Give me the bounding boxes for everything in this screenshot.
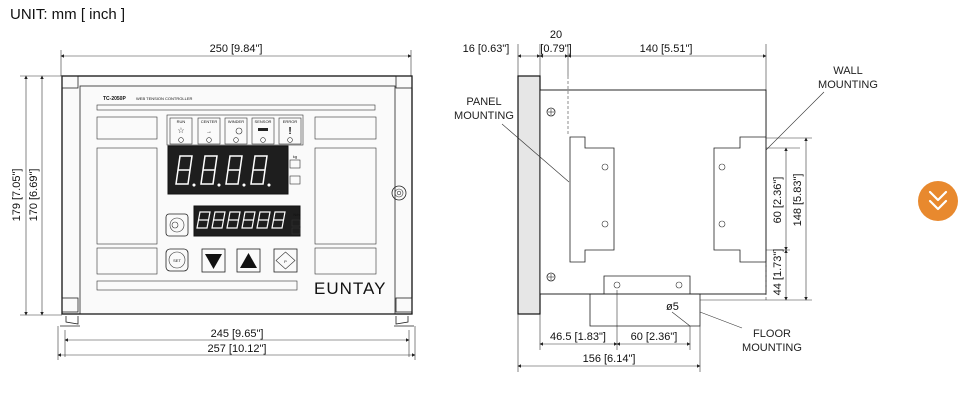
dim-text-245: 245 [9.65"] <box>211 328 264 340</box>
unit-kg: kg <box>293 154 297 159</box>
dim-text-170: 170 [6.69"] <box>28 169 40 222</box>
p-button-label: P <box>284 259 287 264</box>
wall-leader-line <box>765 91 825 151</box>
scroll-down-button[interactable] <box>918 181 958 221</box>
controller-housing <box>61 75 413 315</box>
dim-text-20-inch: [0.79"] <box>540 43 571 55</box>
floor-leader-line <box>699 311 743 329</box>
panel-mounting-label-1: PANEL <box>466 96 501 108</box>
indicator-panel: RUN CENTER WINDER SENSOR ERROR ☆ → ! <box>166 114 304 146</box>
panel-bracket <box>569 136 615 263</box>
wall-bracket <box>713 136 767 263</box>
panel-mounting-label-2: MOUNTING <box>454 110 514 122</box>
up-button <box>236 248 261 273</box>
lower-display-digits <box>196 211 286 229</box>
indicator-sensor: SENSOR <box>255 119 272 124</box>
model-name: TC-2050P <box>103 96 126 102</box>
dim-text-16: 16 [0.63"] <box>463 43 510 55</box>
lower-display <box>193 205 301 237</box>
sensor-icon <box>258 128 268 131</box>
dim-text-60-vertical: 60 [2.36"] <box>772 177 784 224</box>
model-subtitle: WEB TENSION CONTROLLER <box>136 96 192 101</box>
floor-mounting-label-2: MOUNTING <box>742 342 802 354</box>
panel-leader-line <box>501 123 570 183</box>
dim-text-179: 179 [7.05"] <box>11 169 23 222</box>
dim-text-20: 20 <box>550 29 562 41</box>
dim-text-250: 250 [9.84"] <box>210 43 263 55</box>
error-exclamation-icon: ! <box>288 126 291 137</box>
run-star-icon: ☆ <box>177 126 184 135</box>
unit-nm: N/m <box>293 212 301 217</box>
bezel-side <box>517 75 541 315</box>
floor-mounting-label-1: FLOOR <box>753 328 791 340</box>
wall-mounting-label-2: MOUNTING <box>818 79 878 91</box>
right-knob <box>391 185 407 201</box>
dim-text-60-horizontal: 60 [2.36"] <box>631 331 678 343</box>
body-side <box>539 89 767 295</box>
center-arrow-icon: → <box>206 129 212 135</box>
upper-display-digits <box>175 155 271 187</box>
wall-mounting-label-1: WALL <box>833 65 863 77</box>
set-button-label: SET <box>173 258 181 263</box>
front-view: 250 [9.84"] 179 [7.05"] 170 [6.69"] TC-2… <box>11 43 416 360</box>
double-chevron-down-icon <box>928 190 948 211</box>
indicator-run: RUN <box>177 119 186 124</box>
winder-icon <box>235 127 243 135</box>
dim-text-257: 257 [10.12"] <box>208 343 267 355</box>
brand-logo: EUNTAY <box>314 279 386 298</box>
set-button <box>165 248 189 272</box>
p-button <box>273 248 298 273</box>
dim-text-46-5: 46.5 [1.83"] <box>550 331 606 343</box>
unit-label: UNIT: mm [ inch ] <box>10 6 126 23</box>
down-arrow-icon <box>205 254 222 269</box>
dim-text-148: 148 [5.83"] <box>792 174 804 227</box>
up-arrow-icon <box>240 253 257 268</box>
side-view: 16 [0.63"] 20 [0.79"] 140 [5.51"] <box>454 29 878 372</box>
indicator-error: ERROR <box>283 119 298 124</box>
dim-text-140: 140 [5.51"] <box>640 43 693 55</box>
adjust-knob <box>165 213 189 237</box>
indicator-winder: WINDER <box>228 119 244 124</box>
screw-top <box>546 107 556 117</box>
screw-bottom <box>546 272 556 282</box>
indicator-center: CENTER <box>201 119 218 124</box>
dim-text-156: 156 [6.14"] <box>583 353 636 365</box>
down-button <box>201 248 226 273</box>
dim-text-44: 44 [1.73"] <box>772 249 784 296</box>
dim-text-phi5: ø5 <box>666 301 679 313</box>
